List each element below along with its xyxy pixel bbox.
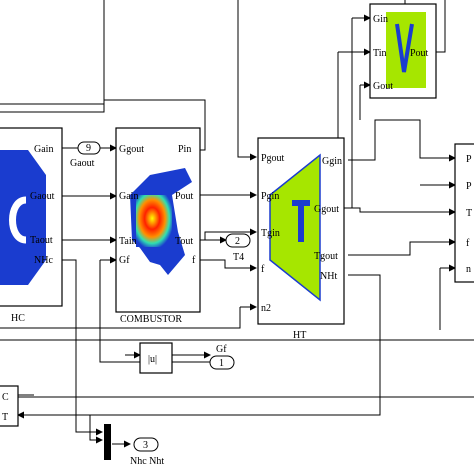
wire-top-feedback — [0, 99, 206, 151]
outport-2[interactable]: 2 — [225, 233, 251, 248]
outport-9-label: Gaout — [70, 158, 95, 169]
outport-9-number: 9 — [86, 143, 91, 154]
turbine-icon — [269, 153, 321, 302]
ht-port-pgout: Pgout — [261, 153, 285, 164]
ht-port-pgin: Pgin — [261, 191, 279, 202]
comb-port-pin: Pin — [178, 144, 191, 155]
mux-block[interactable] — [104, 424, 111, 460]
comb-port-ggout: Ggout — [119, 144, 144, 155]
ht-port-tgin: Tgin — [261, 228, 280, 239]
left-block[interactable]: C T — [0, 385, 19, 427]
wire-gf-line — [99, 260, 215, 363]
hc-port-gaout: Gaout — [30, 191, 55, 202]
flame-heat-icon — [136, 195, 172, 247]
wire-comb-tout-ht — [204, 228, 257, 240]
outport-1-number: 1 — [219, 358, 224, 369]
right-port-5: n — [466, 264, 471, 275]
comb-port-pout: Pout — [175, 191, 194, 202]
vol-port-gout: Gout — [373, 81, 393, 92]
wire-nhc-mux — [62, 259, 103, 436]
vol-port-gin: Gin — [373, 14, 388, 25]
vol-port-pout: Pout — [410, 48, 429, 59]
comb-port-tout: Tout — [175, 236, 193, 247]
ht-port-f: f — [261, 264, 265, 275]
wire-ht-ggout-right — [348, 207, 456, 216]
abs-label: |u| — [148, 354, 157, 365]
abs-block[interactable]: |u| — [139, 342, 173, 374]
comb-port-gf: Gf — [119, 255, 130, 266]
vol-port-tin: Tin — [373, 48, 387, 59]
hc-block[interactable]: Gain Gaout Taout NHc — [0, 127, 63, 307]
wire-n2-left — [0, 307, 241, 329]
ht-port-nht: NHt — [320, 271, 337, 282]
outport-3[interactable]: 3 — [133, 437, 159, 452]
hc-port-nhc: NHc — [34, 255, 53, 266]
ht-caption: HT — [293, 330, 306, 341]
right-port-4: f — [466, 238, 470, 249]
right-port-2: P — [466, 181, 472, 192]
outport-3-number: 3 — [143, 440, 148, 451]
right-port-3: T — [466, 208, 472, 219]
right-port-1: P — [466, 154, 472, 165]
wire-ht-ggin-right — [348, 119, 456, 162]
comb-port-tain: Tain — [119, 236, 137, 247]
wire-to-ht-pgout — [237, 0, 257, 161]
combustor-caption: COMBUSTOR — [120, 314, 182, 325]
hc-port-taout: Taout — [30, 235, 53, 246]
outport-2-number: 2 — [235, 236, 240, 247]
ht-block[interactable]: Pgout Pgin Tgin f n2 Ggin Ggout Tgout NH… — [257, 137, 345, 325]
outport-1[interactable]: 1 — [209, 355, 235, 370]
ht-port-ggout: Ggout — [314, 204, 339, 215]
combustor-block[interactable]: Ggout Gain Tain Gf Pin Pout Tout f — [115, 127, 201, 313]
left-port-c: C — [2, 392, 9, 403]
wire-comb-f-ht — [200, 259, 257, 272]
outport-2-label: T4 — [233, 252, 244, 263]
compressor-icon — [0, 150, 46, 285]
ht-port-ggin: Ggin — [322, 156, 342, 167]
outport-9[interactable]: 9 — [77, 141, 101, 155]
wire-nht-mux — [89, 415, 103, 444]
turbine-letter-t-stem — [298, 200, 304, 242]
wire-ht-nht-bottom — [0, 274, 381, 416]
hc-caption: HC — [11, 313, 25, 324]
outport-3-label: Nhc Nht — [130, 456, 164, 467]
outport-1-label: Gf — [216, 344, 227, 355]
hc-port-gain: Gain — [34, 144, 53, 155]
right-block[interactable]: P P T f n — [454, 143, 474, 283]
signal-lines — [0, 0, 474, 448]
left-port-t: T — [2, 412, 8, 423]
compressor-letter-c — [9, 196, 27, 244]
volume-letter-v — [395, 23, 414, 73]
ht-port-tgout: Tgout — [314, 251, 338, 262]
comb-port-gain: Gain — [119, 191, 138, 202]
volume-block[interactable]: Gin Tin Gout Pout — [369, 3, 437, 99]
comb-port-f: f — [192, 255, 196, 266]
ht-port-n2: n2 — [261, 303, 271, 314]
wire-ht-tgout-right — [348, 238, 456, 256]
